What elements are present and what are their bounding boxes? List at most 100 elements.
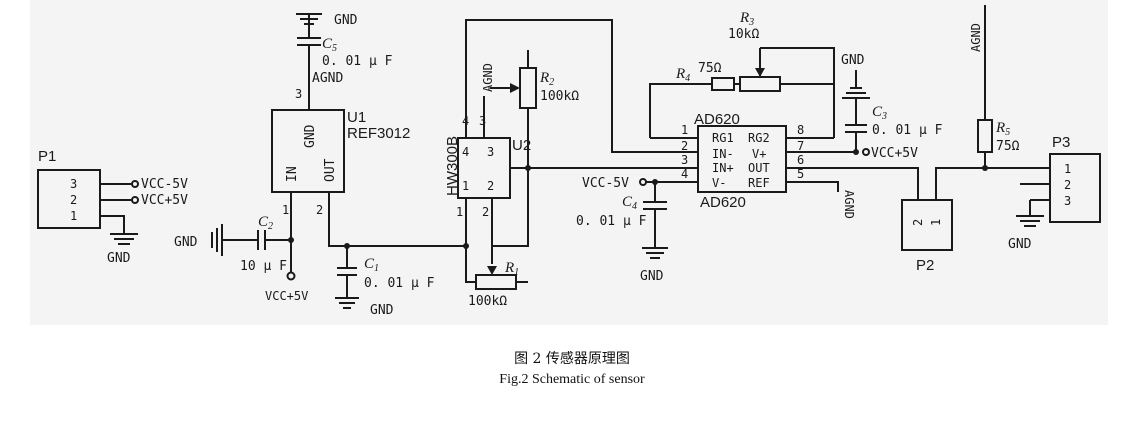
c4-ref: C4	[622, 194, 637, 212]
u1-out-pin-label: OUT	[323, 158, 338, 182]
ad620-vm: V-	[712, 176, 726, 190]
c3-value: 0. 01 μ F	[872, 123, 943, 138]
r1-body	[475, 274, 517, 290]
c2-symbol	[211, 224, 291, 256]
capacitor-c2: GND C2 10 μ F	[174, 214, 291, 274]
r5-junction	[982, 165, 988, 171]
r3-ref: R3	[739, 10, 754, 28]
amplifier-ad620: AD620 AD620 RG1 IN- IN+ V- RG2 V+ OUT RE…	[576, 53, 943, 284]
r3-value: 10kΩ	[728, 27, 759, 42]
u1-body	[271, 109, 345, 193]
ad620-junction-vm	[652, 179, 658, 185]
r2-value: 100kΩ	[540, 89, 579, 104]
u2-ext3: 3	[479, 114, 486, 128]
c1-gnd-label: GND	[370, 303, 394, 318]
ad620-part-bottom: AD620	[700, 194, 746, 211]
p1-vcc-pos: VCC+5V	[141, 193, 188, 208]
u2-pin1: 1	[462, 179, 469, 193]
r5-agnd-label: AGND	[969, 23, 983, 52]
p1-term-neg	[131, 180, 139, 188]
r2-wiper-arrow	[510, 83, 520, 93]
c5-gnd-label: GND	[334, 13, 358, 28]
u1-pin3-num: 3	[295, 87, 302, 101]
r1-leads	[465, 246, 528, 283]
p2-pin2: 2	[911, 219, 925, 226]
u1-vcc-label: VCC+5V	[265, 289, 308, 303]
p3-pin1: 1	[1064, 162, 1071, 176]
p3-ref: P3	[1052, 134, 1070, 151]
c1-symbol	[335, 246, 359, 309]
c3-symbol	[842, 70, 870, 152]
ad620-n1: 1	[681, 123, 688, 137]
resistor-r1: R1 100kΩ	[465, 246, 528, 309]
connector-p1: P1 3 2 1 VCC-5V VCC+5V GND	[37, 148, 188, 266]
u1-part: REF3012	[347, 125, 410, 142]
u1-leads	[290, 192, 465, 272]
p2-pin1: 1	[929, 219, 943, 226]
schematic-background	[30, 0, 1108, 325]
r5-ref: R5	[995, 120, 1010, 138]
connector-p2: 2 1 P2	[901, 167, 985, 274]
u1-vcc-terminal	[286, 271, 296, 281]
capacitor-c1: C1 0. 01 μ F GND	[335, 243, 435, 318]
ad620-n4: 4	[681, 167, 688, 181]
sensor-u2: AGND 4 3 4 3 1 2 HW300B U2 1 2	[444, 19, 678, 264]
ad620-inp: IN+	[712, 161, 734, 175]
figure-caption-english: Fig.2 Schematic of sensor	[499, 372, 645, 387]
p1-vcc-neg: VCC-5V	[141, 177, 188, 192]
u1-pin1-num: 1	[282, 203, 289, 217]
ad620-vm-label: VCC-5V	[582, 176, 629, 191]
c4-value: 0. 01 μ F	[576, 214, 647, 229]
u1-pin2-num: 2	[316, 203, 323, 217]
p3-body	[1049, 153, 1101, 223]
p1-leads	[100, 183, 132, 234]
c1-ref: C1	[364, 256, 379, 274]
ad620-part-top: AD620	[694, 111, 740, 128]
u1-gnd-pin-label: GND	[303, 124, 318, 148]
r4-ref: R4	[675, 66, 690, 84]
regulator-u1: GND C5 0. 01 μ F AGND 3 U1 REF3012 GND I…	[265, 13, 465, 303]
r4-body	[711, 77, 735, 91]
r3-wiper-arrow	[755, 68, 765, 77]
u2-agnd-label: AGND	[481, 63, 495, 92]
r1-value: 100kΩ	[468, 294, 507, 309]
r5-body	[977, 119, 993, 153]
figure-caption-chinese: 图 2 传感器原理图	[514, 351, 630, 367]
resistor-r2: R2 100kΩ	[490, 50, 579, 168]
ad620-out: OUT	[748, 161, 770, 175]
u1-ref: U1	[347, 109, 366, 126]
p1-pin2: 2	[70, 193, 77, 207]
p1-pin1: 1	[70, 209, 77, 223]
p1-ref: P1	[38, 148, 56, 165]
sensor-schematic: P1 3 2 1 VCC-5V VCC+5V GND GND C5 0. 01 …	[30, 0, 1108, 325]
u2-pin4: 4	[462, 145, 469, 159]
u2-pin3: 3	[487, 145, 494, 159]
ad620-n3: 3	[681, 153, 688, 167]
u2-pin2: 2	[487, 179, 494, 193]
c1-value: 0. 01 μ F	[364, 276, 435, 291]
r1-wiper-arrow	[487, 266, 497, 275]
ad620-inm: IN-	[712, 147, 734, 161]
c4-gnd-label: GND	[640, 269, 664, 284]
c5-value: 0. 01 μ F	[322, 54, 393, 69]
c2-ref: C2	[258, 214, 273, 232]
p2-leads	[935, 167, 985, 200]
gain-network: R4 75Ω R3 10kΩ	[649, 10, 835, 138]
c5-ref: C5	[322, 36, 337, 54]
ad620-n5: 5	[797, 167, 804, 181]
u2-ext1: 1	[456, 205, 463, 219]
u2-pin4-wire	[465, 19, 678, 153]
ad620-rg2: RG2	[748, 131, 770, 145]
p2-body	[901, 199, 953, 251]
ad620-pin-leads	[650, 137, 919, 200]
c3-ref: C3	[872, 104, 887, 122]
c2-value: 10 μ F	[240, 259, 287, 274]
p2-ref: P2	[916, 257, 934, 274]
p3-pin3: 3	[1064, 194, 1071, 208]
c5-gnd-symbol	[296, 13, 322, 38]
ad620-n6: 6	[797, 153, 804, 167]
u2-ext4: 4	[462, 114, 469, 128]
r4-value: 75Ω	[698, 61, 722, 76]
ad620-vp: V+	[752, 147, 766, 161]
p3-gnd-label: GND	[1008, 237, 1032, 252]
